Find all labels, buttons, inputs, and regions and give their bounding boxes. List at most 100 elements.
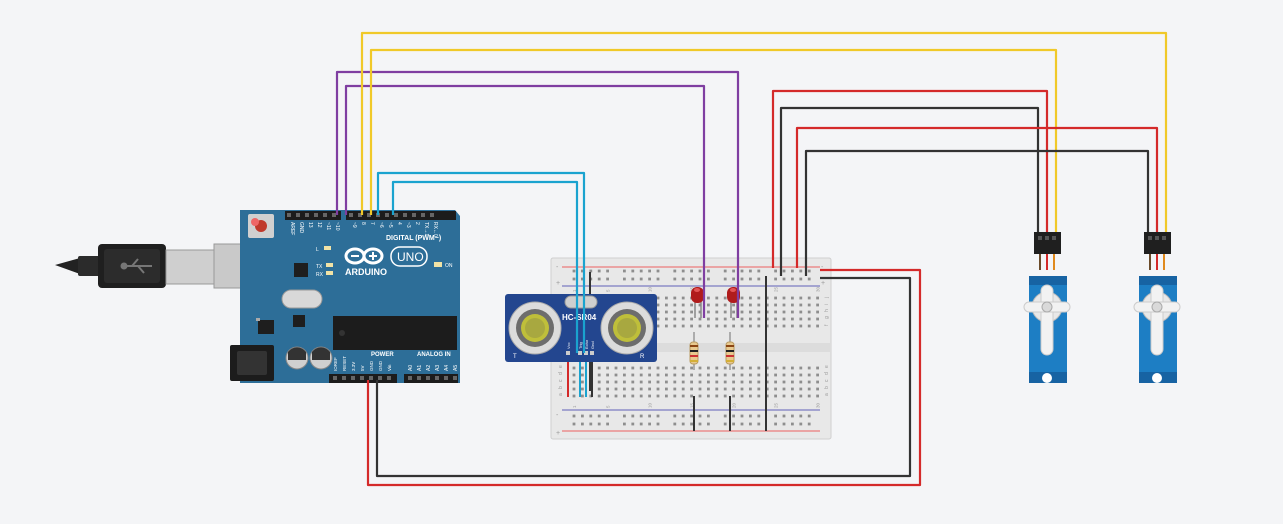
breadboard-hole[interactable] xyxy=(614,394,618,398)
breadboard-hole[interactable] xyxy=(749,373,752,377)
rail-hole[interactable] xyxy=(782,414,786,418)
rail-hole[interactable] xyxy=(774,422,777,426)
breadboard-hole[interactable] xyxy=(681,296,685,300)
breadboard-hole[interactable] xyxy=(715,296,719,300)
header-pin[interactable] xyxy=(426,376,430,380)
rail-hole[interactable] xyxy=(673,269,677,273)
breadboard-hole[interactable] xyxy=(791,303,794,307)
breadboard-hole[interactable] xyxy=(774,303,777,307)
breadboard-hole[interactable] xyxy=(698,366,702,370)
breadboard-hole[interactable] xyxy=(807,303,811,307)
breadboard-hole[interactable] xyxy=(799,317,803,321)
breadboard-hole[interactable] xyxy=(765,317,769,321)
breadboard-hole[interactable] xyxy=(715,317,719,321)
breadboard-hole[interactable] xyxy=(656,310,660,314)
breadboard-hole[interactable] xyxy=(757,366,761,370)
breadboard-hole[interactable] xyxy=(782,394,786,398)
rail-hole[interactable] xyxy=(757,414,761,418)
rail-hole[interactable] xyxy=(757,269,761,273)
breadboard-hole[interactable] xyxy=(639,387,643,391)
breadboard-hole[interactable] xyxy=(816,310,819,314)
breadboard-hole[interactable] xyxy=(681,317,685,321)
rail-hole[interactable] xyxy=(698,277,702,281)
rail-hole[interactable] xyxy=(631,414,635,418)
breadboard-hole[interactable] xyxy=(715,380,719,384)
breadboard-hole[interactable] xyxy=(614,373,618,377)
wires[interactable] xyxy=(335,31,1168,487)
rail-hole[interactable] xyxy=(623,269,626,273)
breadboard-hole[interactable] xyxy=(757,387,761,391)
breadboard-hole[interactable] xyxy=(799,394,803,398)
rail-hole[interactable] xyxy=(572,414,576,418)
breadboard-hole[interactable] xyxy=(681,394,685,398)
rail-hole[interactable] xyxy=(807,277,811,281)
rail-hole[interactable] xyxy=(581,422,584,426)
breadboard-hole[interactable] xyxy=(673,303,677,307)
breadboard-hole[interactable] xyxy=(707,387,710,391)
breadboard-hole[interactable] xyxy=(765,324,769,328)
breadboard-hole[interactable] xyxy=(698,380,702,384)
rail-hole[interactable] xyxy=(791,414,794,418)
header-pin[interactable] xyxy=(332,213,336,217)
rail-hole[interactable] xyxy=(589,422,593,426)
breadboard-hole[interactable] xyxy=(749,296,752,300)
breadboard-hole[interactable] xyxy=(807,324,811,328)
breadboard-hole[interactable] xyxy=(623,380,626,384)
rail-hole[interactable] xyxy=(799,269,803,273)
breadboard-hole[interactable] xyxy=(749,324,752,328)
breadboard-hole[interactable] xyxy=(698,324,702,328)
breadboard-hole[interactable] xyxy=(572,373,576,377)
header-pin[interactable] xyxy=(403,213,407,217)
breadboard-hole[interactable] xyxy=(665,394,668,398)
breadboard-hole[interactable] xyxy=(665,296,668,300)
breadboard-hole[interactable] xyxy=(740,310,744,314)
breadboard-hole[interactable] xyxy=(681,303,685,307)
rail-hole[interactable] xyxy=(606,414,609,418)
breadboard-hole[interactable] xyxy=(631,373,635,377)
rail-hole[interactable] xyxy=(690,414,693,418)
rail-hole[interactable] xyxy=(740,269,744,273)
breadboard-hole[interactable] xyxy=(807,296,811,300)
breadboard-hole[interactable] xyxy=(723,317,727,321)
rail-hole[interactable] xyxy=(707,269,710,273)
breadboard-hole[interactable] xyxy=(740,317,744,321)
rail-hole[interactable] xyxy=(757,277,761,281)
header-pin[interactable] xyxy=(369,376,373,380)
breadboard-hole[interactable] xyxy=(740,366,744,370)
breadboard-hole[interactable] xyxy=(673,387,677,391)
digital-header[interactable] xyxy=(285,211,456,220)
breadboard-hole[interactable] xyxy=(656,387,660,391)
rail-hole[interactable] xyxy=(597,277,601,281)
breadboard-hole[interactable] xyxy=(723,380,727,384)
breadboard-hole[interactable] xyxy=(749,317,752,321)
breadboard-hole[interactable] xyxy=(698,394,702,398)
rail-hole[interactable] xyxy=(690,422,693,426)
breadboard-hole[interactable] xyxy=(665,366,668,370)
breadboard-hole[interactable] xyxy=(673,373,677,377)
breadboard-hole[interactable] xyxy=(791,373,794,377)
breadboard-hole[interactable] xyxy=(623,387,626,391)
breadboard-holes[interactable] xyxy=(572,269,819,426)
rail-hole[interactable] xyxy=(681,269,685,273)
breadboard-hole[interactable] xyxy=(606,394,609,398)
sensor-pins[interactable] xyxy=(566,351,594,355)
breadboard-hole[interactable] xyxy=(791,324,794,328)
breadboard-hole[interactable] xyxy=(765,373,769,377)
breadboard-hole[interactable] xyxy=(681,373,685,377)
rail-hole[interactable] xyxy=(707,414,710,418)
rail-hole[interactable] xyxy=(648,422,651,426)
breadboard-hole[interactable] xyxy=(589,394,593,398)
breadboard-hole[interactable] xyxy=(807,394,811,398)
breadboard-hole[interactable] xyxy=(656,296,660,300)
breadboard-hole[interactable] xyxy=(791,317,794,321)
header-pin[interactable] xyxy=(323,213,327,217)
breadboard-hole[interactable] xyxy=(707,317,710,321)
rail-hole[interactable] xyxy=(673,277,677,281)
rail-hole[interactable] xyxy=(572,277,576,281)
breadboard-hole[interactable] xyxy=(749,366,752,370)
rail-hole[interactable] xyxy=(631,277,635,281)
rail-hole[interactable] xyxy=(698,414,702,418)
header-pin[interactable] xyxy=(349,213,353,217)
rail-hole[interactable] xyxy=(791,269,794,273)
breadboard-hole[interactable] xyxy=(723,394,727,398)
